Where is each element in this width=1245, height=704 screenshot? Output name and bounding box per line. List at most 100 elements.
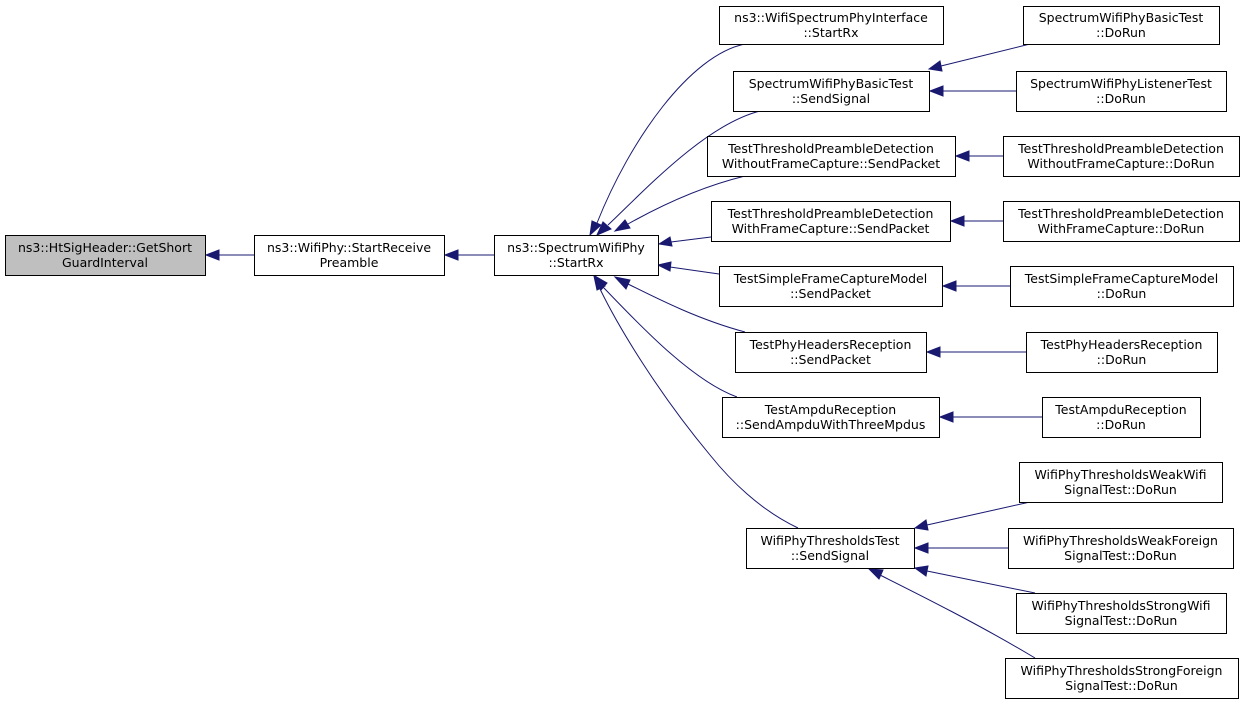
node-label-line: GuardInterval: [62, 255, 148, 270]
node-box[interactable]: [746, 528, 915, 569]
edge-line: [607, 110, 761, 226]
node-phyhdrsend[interactable]: TestPhyHeadersReception::SendPacket: [735, 332, 927, 373]
node-tpdwofcsend[interactable]: TestThresholdPreambleDetectionWithoutFra…: [707, 136, 956, 177]
node-weakwifi[interactable]: WifiPhyThresholdsWeakWifiSignalTest::DoR…: [1019, 462, 1223, 503]
node-box[interactable]: [733, 71, 930, 112]
node-label-line: ::SendSignal: [792, 91, 870, 106]
node-label-line: TestThresholdPreambleDetection: [1017, 206, 1224, 221]
edge-arrowhead: [938, 411, 954, 423]
edge-arrowhead: [657, 236, 673, 247]
node-thrsendsignal[interactable]: WifiPhyThresholdsTest::SendSignal: [746, 528, 915, 569]
edge-spectrumstartrx-to-startrecvpreamble: [443, 249, 494, 261]
node-box[interactable]: [707, 136, 956, 177]
node-strongwifi[interactable]: WifiPhyThresholdsStrongWifiSignalTest::D…: [1016, 593, 1227, 634]
node-label-line: ns3::SpectrumWifiPhy: [507, 240, 645, 255]
edge-line: [926, 501, 1031, 526]
node-label-line: ns3::HtSigHeader::GetShort: [18, 240, 192, 255]
node-box[interactable]: [494, 235, 659, 276]
node-label-line: SpectrumWifiPhyListenerTest: [1030, 76, 1212, 91]
edge-arrowhead: [596, 221, 612, 236]
nodes-layer: ns3::HtSigHeader::GetShortGuardIntervaln…: [5, 6, 1240, 699]
node-label-line: WithFrameCapture::SendPacket: [732, 221, 930, 236]
node-simplefcsend[interactable]: TestSimpleFrameCaptureModel::SendPacket: [719, 266, 943, 307]
edge-weakforeign-to-thrsendsignal: [913, 542, 1008, 554]
node-label-line: TestThresholdPreambleDetection: [727, 141, 934, 156]
node-box[interactable]: [5, 235, 206, 276]
edge-arrowhead: [913, 542, 929, 554]
node-box[interactable]: [711, 201, 951, 242]
edge-arrowhead: [593, 274, 606, 291]
node-box[interactable]: [1019, 462, 1223, 503]
node-label-line: ::DoRun: [1096, 417, 1146, 432]
edge-line: [670, 236, 712, 243]
node-listenerdorun[interactable]: SpectrumWifiPhyListenerTest::DoRun: [1016, 71, 1227, 112]
node-label-line: WithFrameCapture::DoRun: [1038, 221, 1205, 236]
node-box[interactable]: [1023, 6, 1220, 45]
edge-tpdwfcsend-to-spectrumstartrx: [657, 236, 712, 247]
edge-ampdusend-to-spectrumstartrx: [593, 274, 738, 398]
node-label-line: TestAmpduReception: [764, 402, 896, 417]
node-label-line: WifiPhyThresholdsTest: [760, 533, 899, 548]
node-label-line: ::DoRun: [1097, 352, 1147, 367]
node-box[interactable]: [1008, 528, 1234, 569]
node-label-line: ::SendPacket: [790, 286, 871, 301]
node-box[interactable]: [1010, 266, 1234, 307]
node-label-line: ns3::WifiPhy::StartReceive: [267, 240, 431, 255]
node-label-line: TestAmpduReception: [1054, 402, 1186, 417]
node-basicdorun[interactable]: SpectrumWifiPhyBasicTest::DoRun: [1023, 6, 1220, 45]
node-box[interactable]: [1003, 136, 1240, 177]
node-label-line: TestPhyHeadersReception: [749, 337, 912, 352]
node-box[interactable]: [1026, 332, 1218, 373]
node-phyhdrdorun[interactable]: TestPhyHeadersReception::DoRun: [1026, 332, 1218, 373]
node-box[interactable]: [1042, 397, 1201, 438]
node-ampdusend[interactable]: TestAmpduReception::SendAmpduWithThreeMp…: [722, 397, 940, 438]
edge-line: [599, 288, 799, 529]
node-label-line: ::SendPacket: [790, 352, 871, 367]
edge-arrowhead: [927, 60, 943, 72]
node-label-line: SpectrumWifiPhyBasicTest: [749, 76, 914, 91]
edge-line: [596, 43, 746, 224]
node-label-line: SignalTest::DoRun: [1064, 482, 1177, 497]
node-label-line: SignalTest::DoRun: [1065, 678, 1178, 693]
node-box[interactable]: [735, 332, 927, 373]
edge-arrowhead: [954, 150, 970, 162]
node-label-line: WithoutFrameCapture::DoRun: [1027, 156, 1214, 171]
edge-arrowhead: [656, 261, 672, 272]
edge-ifacestartrx-to-spectrumstartrx: [589, 43, 746, 237]
node-box[interactable]: [1003, 201, 1240, 242]
edge-simplefcsend-to-spectrumstartrx: [656, 261, 720, 275]
node-box[interactable]: [719, 6, 944, 45]
node-label-line: WifiPhyThresholdsStrongWifi: [1031, 598, 1210, 613]
node-label-line: SpectrumWifiPhyBasicTest: [1039, 10, 1204, 25]
node-weakforeign[interactable]: WifiPhyThresholdsWeakForeignSignalTest::…: [1008, 528, 1234, 569]
node-basicsendsignal[interactable]: SpectrumWifiPhyBasicTest::SendSignal: [733, 71, 930, 112]
node-label-line: ::StartRx: [548, 255, 603, 270]
edge-phyhdrdorun-to-phyhdrsend: [925, 346, 1026, 358]
node-label-line: WifiPhyThresholdsWeakWifi: [1034, 467, 1206, 482]
node-tpdwofcdorun[interactable]: TestThresholdPreambleDetectionWithoutFra…: [1003, 136, 1240, 177]
node-simplefcdorun[interactable]: TestSimpleFrameCaptureModel::DoRun: [1010, 266, 1234, 307]
node-tpdwfcdorun[interactable]: TestThresholdPreambleDetectionWithFrameC…: [1003, 201, 1240, 242]
node-label-line: ::SendSignal: [791, 548, 869, 563]
node-label-line: TestSimpleFrameCaptureModel: [1024, 271, 1218, 286]
node-strongforeign[interactable]: WifiPhyThresholdsStrongForeignSignalTest…: [1005, 658, 1239, 699]
edge-line: [926, 570, 1036, 594]
node-label-line: TestPhyHeadersReception: [1040, 337, 1203, 352]
node-box[interactable]: [722, 397, 940, 438]
node-spectrumstartrx[interactable]: ns3::SpectrumWifiPhy::StartRx: [494, 235, 659, 276]
edge-strongwifi-to-thrsendsignal: [913, 565, 1036, 594]
node-ampdudorun[interactable]: TestAmpduReception::DoRun: [1042, 397, 1201, 438]
node-box[interactable]: [719, 266, 943, 307]
node-ifacestartrx[interactable]: ns3::WifiSpectrumPhyInterface::StartRx: [719, 6, 944, 45]
edge-listenerdorun-to-basicsendsignal: [928, 85, 1016, 97]
node-box[interactable]: [1016, 593, 1227, 634]
node-box[interactable]: [1016, 71, 1227, 112]
node-label-line: ::DoRun: [1097, 286, 1147, 301]
node-box[interactable]: [254, 235, 445, 276]
node-tpdwfcsend[interactable]: TestThresholdPreambleDetectionWithFrameC…: [711, 201, 951, 242]
edge-arrowhead: [913, 565, 929, 577]
node-box[interactable]: [1005, 658, 1239, 699]
node-label-line: ::DoRun: [1096, 25, 1146, 40]
